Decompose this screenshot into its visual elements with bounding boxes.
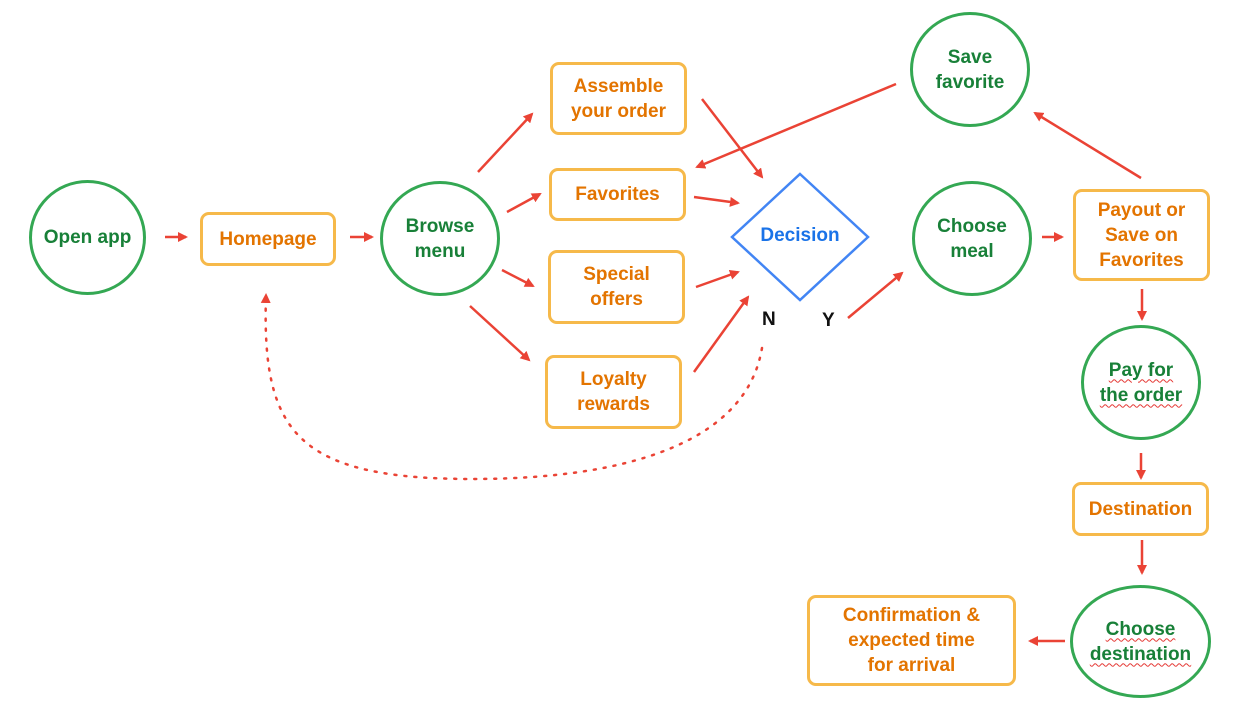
pay-for-order-node: Pay for the order: [1081, 325, 1201, 440]
arrow-savefavorite-favorites: [695, 82, 897, 169]
decision-no-label: N: [762, 309, 776, 330]
arrow-browse-loyalty: [469, 305, 531, 362]
arrow-browse-special: [501, 268, 535, 288]
arrow-assemble-decision: [701, 98, 764, 179]
special-offers-label: Special offers: [583, 264, 650, 310]
arrow-loyalty-decision: [692, 295, 750, 373]
pay-for-order-label: Pay for the order: [1099, 359, 1183, 406]
arrow-browse-assemble: [477, 112, 534, 173]
decision-yes-label: Y: [822, 310, 835, 331]
decision-label: Decision: [760, 225, 840, 246]
assemble-order-node: Assemble your order: [550, 62, 687, 135]
browse-menu-node: Browse menu: [380, 181, 500, 296]
homepage-node: Homepage: [200, 212, 336, 266]
payout-or-save-node: Payout or Save on Favorites: [1073, 189, 1210, 281]
browse-menu-label: Browse menu: [405, 215, 475, 262]
save-favorite-label: Save favorite: [935, 46, 1005, 93]
favorites-label: Favorites: [575, 184, 660, 205]
choose-destination-label: Choose destination: [1089, 618, 1192, 665]
loyalty-rewards-node: Loyalty rewards: [545, 355, 682, 429]
choose-meal-node: Choose meal: [912, 181, 1032, 296]
confirmation-label: Confirmation & expected time for arrival: [842, 605, 981, 676]
destination-node: Destination: [1072, 482, 1209, 536]
open-app-label: Open app: [43, 227, 132, 248]
save-favorite-node: Save favorite: [910, 12, 1030, 127]
destination-label: Destination: [1088, 498, 1193, 520]
favorites-node: Favorites: [549, 168, 686, 221]
arrow-browse-favorites: [506, 192, 542, 214]
choose-meal-label: Choose meal: [937, 215, 1007, 262]
confirmation-node: Confirmation & expected time for arrival: [807, 595, 1016, 686]
assemble-order-label: Assemble your order: [570, 75, 667, 122]
loyalty-rewards-label: Loyalty rewards: [577, 369, 650, 415]
special-offers-node: Special offers: [548, 250, 685, 324]
decision-diamond: [730, 172, 870, 302]
arrow-special-decision: [695, 269, 740, 289]
choose-destination-node: Choose destination: [1070, 585, 1211, 698]
arrow-decision-yes-choosemeal: [847, 271, 904, 319]
arrow-payout-savefavorite: [1033, 111, 1142, 180]
payout-or-save-label: Payout or Save on Favorites: [1097, 199, 1186, 271]
arrow-decision-no-homepage: [260, 293, 764, 481]
open-app-node: Open app: [29, 180, 146, 295]
homepage-label: Homepage: [219, 228, 317, 250]
arrow-favorites-decision: [693, 195, 740, 207]
